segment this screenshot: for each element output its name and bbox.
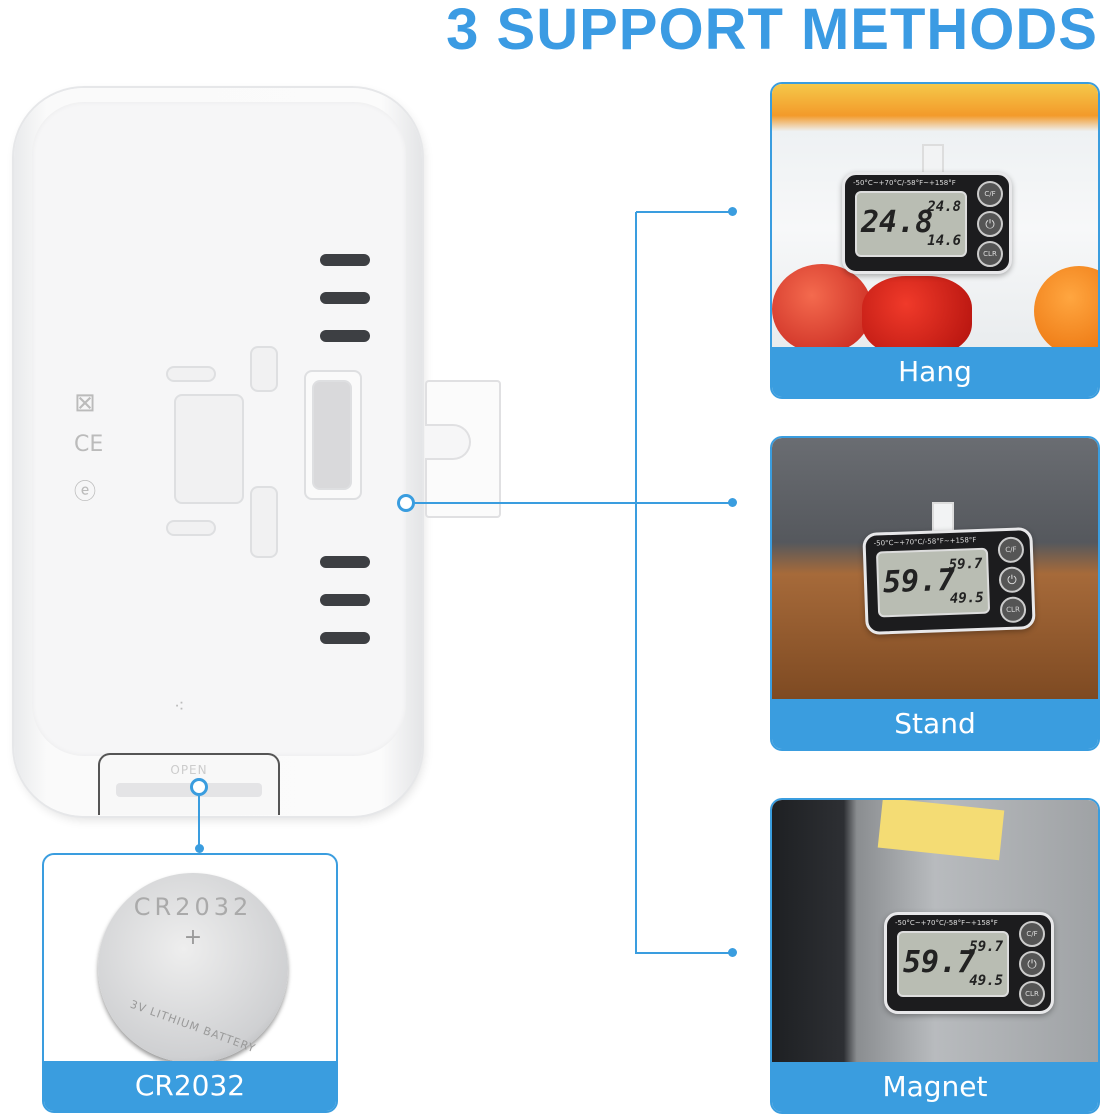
min-temp: 49.5	[949, 589, 984, 607]
cf-button: C/F	[977, 181, 1003, 207]
lcd-screen: 59.7 59.7 49.5	[875, 547, 991, 618]
battery-cover[interactable]: OPEN	[98, 753, 280, 815]
clr-button: CLR	[999, 596, 1027, 624]
vent-slot	[320, 556, 370, 568]
sticky-note-image	[877, 800, 1005, 861]
clip-tab	[166, 366, 216, 382]
max-temp: 59.7	[948, 555, 983, 573]
vent-slot	[320, 254, 370, 266]
connector-line	[635, 212, 637, 954]
lcd-screen: 24.8 24.8 14.6	[855, 191, 967, 257]
connector-line	[410, 502, 636, 504]
method-panel-stand: -50°C~+70°C/-58°F~+158°F 59.7 59.7 49.5 …	[770, 436, 1100, 751]
fridge-scene: -50°C~+70°C/-58°F~+158°F 24.8 24.8 14.6 …	[772, 84, 1098, 356]
clip-tab	[250, 486, 278, 558]
thermometer-display: -50°C~+70°C/-58°F~+158°F 59.7 59.7 49.5 …	[884, 912, 1054, 1014]
orange-image	[1034, 266, 1098, 356]
battery-model-engraving: CR2032	[133, 893, 253, 921]
method-label: Stand	[772, 699, 1098, 749]
max-temp: 24.8	[927, 199, 961, 215]
vent-slot	[320, 330, 370, 342]
hook-marker	[397, 494, 415, 512]
tri-dot-icon: ⁖	[174, 696, 185, 717]
weee-bin-icon: ⊠	[74, 388, 96, 418]
positive-terminal-icon: +	[183, 925, 203, 950]
cf-button: C/F	[997, 536, 1025, 564]
power-button: ⏻	[977, 211, 1003, 237]
power-button: ⏻	[998, 566, 1026, 594]
range-label: -50°C~+70°C/-58°F~+158°F	[895, 919, 998, 927]
thermometer-back: ⊠ CE ⓔ ⁖ OPEN	[14, 88, 422, 816]
connector-dot	[728, 207, 737, 216]
hanging-hook	[425, 380, 501, 518]
coin-battery-image: CR2032 + 3V LITHIUM BATTERY	[98, 873, 288, 1063]
connector-line	[198, 796, 200, 848]
max-temp: 59.7	[969, 939, 1003, 955]
vent-slot	[320, 632, 370, 644]
open-label: OPEN	[170, 763, 208, 777]
apple-image	[862, 276, 972, 356]
method-panel-magnet: -50°C~+70°C/-58°F~+158°F 59.7 59.7 49.5 …	[770, 798, 1100, 1114]
battery-panel: CR2032 + 3V LITHIUM BATTERY CR2032	[42, 853, 338, 1113]
magnet-strip	[312, 380, 352, 490]
battery-label: CR2032	[44, 1061, 336, 1111]
thermometer-display: -50°C~+70°C/-58°F~+158°F 24.8 24.8 14.6 …	[842, 172, 1012, 274]
cover-grip	[116, 783, 262, 797]
clip-tab	[166, 520, 216, 536]
connector-line	[636, 952, 732, 954]
lcd-screen: 59.7 59.7 49.5	[897, 931, 1009, 997]
thermometer-display: -50°C~+70°C/-58°F~+158°F 59.7 59.7 49.5 …	[862, 527, 1036, 635]
stand-recess	[174, 394, 244, 504]
power-button: ⏻	[1019, 951, 1045, 977]
fcc-mark-icon: ⓔ	[74, 480, 97, 505]
page-title: 3 SUPPORT METHODS	[446, 0, 1098, 62]
clr-button: CLR	[1019, 981, 1045, 1007]
range-label: -50°C~+70°C/-58°F~+158°F	[853, 179, 956, 187]
cf-button: C/F	[1019, 921, 1045, 947]
clip-tab	[250, 346, 278, 392]
connector-line	[636, 211, 732, 213]
range-label: -50°C~+70°C/-58°F~+158°F	[873, 536, 977, 548]
table-scene: -50°C~+70°C/-58°F~+158°F 59.7 59.7 49.5 …	[772, 438, 1098, 699]
min-temp: 14.6	[927, 233, 961, 249]
clr-button: CLR	[977, 241, 1003, 267]
min-temp: 49.5	[969, 973, 1003, 989]
vent-slot	[320, 292, 370, 304]
current-temp: 59.7	[903, 945, 976, 980]
apple-image	[772, 264, 872, 354]
cover-marker	[190, 778, 208, 796]
battery-type-engraving: 3V LITHIUM BATTERY	[128, 997, 258, 1056]
connector-dot	[728, 948, 737, 957]
connector-line	[636, 502, 732, 504]
connector-dot	[728, 498, 737, 507]
connector-dot	[195, 844, 204, 853]
current-temp: 24.8	[861, 205, 934, 240]
fridge-door-scene: -50°C~+70°C/-58°F~+158°F 59.7 59.7 49.5 …	[772, 800, 1098, 1062]
method-label: Hang	[772, 347, 1098, 397]
method-label: Magnet	[772, 1062, 1098, 1112]
vent-slot	[320, 594, 370, 606]
current-temp: 59.7	[882, 562, 956, 601]
stand-image	[932, 502, 954, 532]
ce-mark-icon: CE	[74, 432, 104, 457]
method-panel-hang: -50°C~+70°C/-58°F~+158°F 24.8 24.8 14.6 …	[770, 82, 1100, 399]
